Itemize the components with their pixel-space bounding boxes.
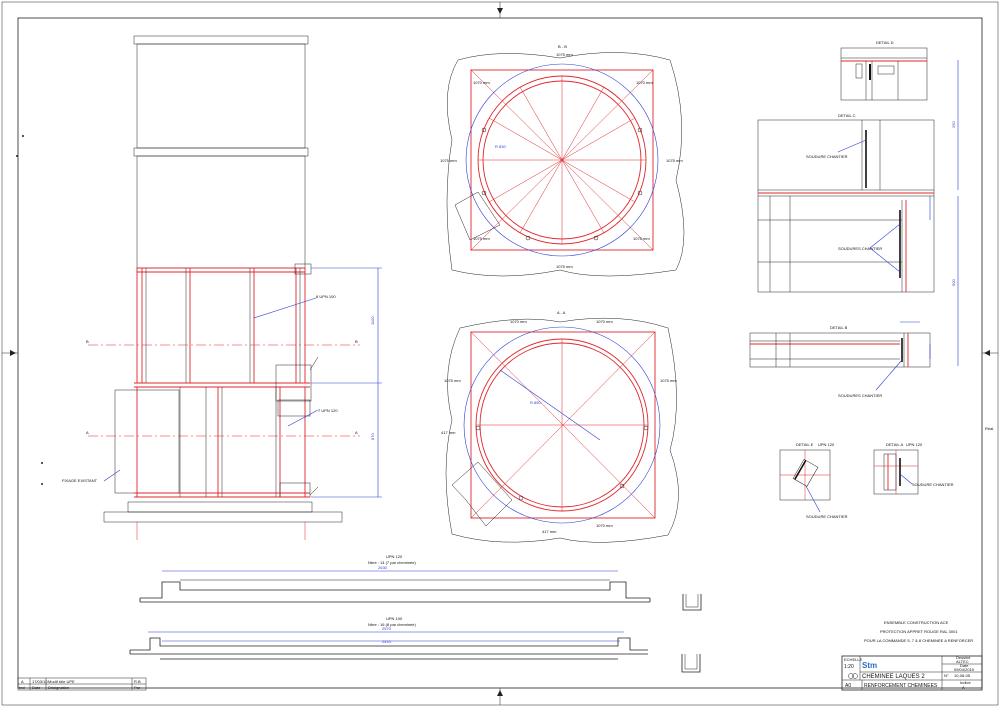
bb-radial-lines xyxy=(470,69,654,251)
beam-upn100: UPN 100 Nbre : 16 (8 par cheminée) 2570 … xyxy=(129,616,648,660)
note-line-1: ENSEMBLE CONSTRUCTION ACE xyxy=(884,620,949,625)
aa-dim-2: 1075 mm xyxy=(444,378,461,383)
detail-b-title: DETAIL B xyxy=(830,325,848,330)
section-marker-b-right: B xyxy=(355,339,358,344)
detail-d: DETAIL D xyxy=(840,40,928,101)
label-soudures-b: SOUDURES CHANTIER xyxy=(838,393,882,398)
label-upn-100: 8 UPN 100 xyxy=(316,294,336,299)
elevation-view: 1100 870 B B A A 8 UPN 100 7 UPN 120 FIX… xyxy=(62,35,382,540)
detail-d-title: DETAIL D xyxy=(876,40,894,45)
detail-e-title: DETAIL E xyxy=(796,442,814,447)
bb-dim-6: 1075 mm xyxy=(556,52,573,57)
detail-e: DETAIL E UPN 120 SOUDURE CHANTIER xyxy=(779,442,848,519)
plan-section-bb: B - B 1070 mm 1070 mm 1075 mm 1075 mm 10… xyxy=(440,44,685,277)
rev-label-desc: Désignation xyxy=(48,685,69,690)
aa-radius: R 850 xyxy=(530,400,541,405)
section-marker-b-left: B xyxy=(86,339,89,344)
plan-section-aa: A - A 1070 mm 1070 mm 1075 mm 1075 mm 41… xyxy=(441,310,679,543)
revision-table: A 17/03/10 Modif tôle UPE R.B Ind Date D… xyxy=(17,677,147,691)
title-block: ECHELLE 1:20 Stm CHEMINEE LAQUES 2 A0 RE… xyxy=(841,655,983,691)
drawn-by: ALTEC xyxy=(956,659,969,664)
upn100-qty: Nbre : 16 (8 par cheminée) xyxy=(368,622,416,627)
aa-dim-1: 1070 mm xyxy=(596,319,613,324)
detail-a-upn: UPN 120 xyxy=(906,442,923,447)
drawing-subtitle: RENFORCEMENT CHEMINEES xyxy=(864,683,938,689)
upn-profile-sections xyxy=(681,594,702,673)
sheet-format: A0 xyxy=(845,683,851,689)
date-label: Date xyxy=(960,663,969,668)
aa-dim-4: 417 mm xyxy=(441,430,456,435)
upn120-qty: Nbre : 14 (7 par cheminée) xyxy=(368,560,416,565)
upn120-length: 2630 xyxy=(378,565,388,570)
rev-date: 17/03/10 xyxy=(32,679,48,684)
section-marker-a-left: A xyxy=(86,430,89,435)
upn100-title: UPN 100 xyxy=(386,616,403,621)
section-aa-title: A - A xyxy=(557,310,566,315)
aa-dim-0: 1070 mm xyxy=(510,319,527,324)
aa-dim-3: 1075 mm xyxy=(660,378,677,383)
upn100-length-2: 2410 xyxy=(382,639,392,644)
drawing-number: 10-08-05 xyxy=(954,673,971,678)
bb-dim-3: 1075 mm xyxy=(666,158,683,163)
bb-dim-7: 1075 mm xyxy=(556,264,573,269)
detail-b: DETAIL B SOUDURES CHANTIER xyxy=(749,321,931,398)
label-soudure-a: SOUDURE CHANTIER xyxy=(912,482,954,487)
number-label: N° xyxy=(944,673,949,678)
side-note: Réal. xyxy=(985,426,994,431)
rev-desc: Modif tôle UPE xyxy=(48,679,75,684)
dim-lower-frame: 870 xyxy=(370,433,375,440)
drawing-date: 09/04/2010 xyxy=(954,667,975,672)
bb-dim-0: 1070 mm xyxy=(473,80,490,85)
label-soudures-c: SOUDURES CHANTIER xyxy=(838,246,882,251)
note-line-3: POUR LA COMMANDE 5, 7 & 8 CHEMINEE A REN… xyxy=(864,638,973,643)
aa-dim-6: 1070 mm xyxy=(596,523,613,528)
label-fixing: FIXAGE EXISTANT xyxy=(62,478,98,483)
indice-label: Indice xyxy=(960,680,971,685)
rev-indice: A xyxy=(21,679,24,684)
rev-label-date: Date xyxy=(32,685,41,690)
rev-by: R.B xyxy=(134,679,141,684)
detail-a-title: DETAIL A xyxy=(886,442,903,447)
bb-dim-2: 1075 mm xyxy=(440,158,457,163)
upn100-length: 2570 xyxy=(382,626,392,631)
dim-250: 250 xyxy=(951,121,956,128)
dim-500: 500 xyxy=(951,279,956,286)
drawn-label: Dessiné xyxy=(956,655,971,660)
detail-e-upn: UPN 120 xyxy=(818,442,835,447)
upn120-title: UPN 120 xyxy=(386,554,403,559)
dim-upper-frame: 1100 xyxy=(370,316,375,325)
section-marker-a-right: A xyxy=(355,430,358,435)
company-logo: Stm xyxy=(862,661,877,670)
drawing-title: CHEMINEE LAQUES 2 xyxy=(862,674,925,680)
rev-label-by: Par xyxy=(134,685,141,690)
beam-upn120: UPN 120 Nbre : 14 (7 par cheminée) 2630 xyxy=(139,554,651,603)
bb-dim-5: 1075 mm xyxy=(633,236,650,241)
rev-label-ind: Ind xyxy=(19,685,25,690)
aa-dim-5: 417 mm xyxy=(542,529,557,534)
note-line-2: PROTECTION APPRET ROUGE RAL 3001 xyxy=(880,629,958,634)
detail-c-title: DETAIL C xyxy=(838,113,856,118)
bb-radius: R 830 xyxy=(495,144,506,149)
bb-dim-4: 1075 mm xyxy=(473,236,490,241)
general-notes: ENSEMBLE CONSTRUCTION ACE PROTECTION APP… xyxy=(864,620,973,643)
scale-value: 1:20 xyxy=(844,664,854,670)
aa-radial-lines xyxy=(470,331,656,519)
detail-c: DETAIL C SOUDURE CHANTIER SOUDURES CHANT… xyxy=(757,60,959,366)
label-soudure-e: SOUDURE CHANTIER xyxy=(806,514,848,519)
bb-dim-1: 1070 mm xyxy=(636,80,653,85)
section-bb-title: B - B xyxy=(558,44,567,49)
label-soudure-c: SOUDURE CHANTIER xyxy=(806,154,848,159)
label-upn-120: 7 UPN 120 xyxy=(318,408,338,413)
scale-label: ECHELLE xyxy=(844,657,863,662)
drawing-indice: A xyxy=(962,685,965,690)
detail-a: DETAIL A UPN 120 SOUDURE CHANTIER xyxy=(873,442,954,495)
